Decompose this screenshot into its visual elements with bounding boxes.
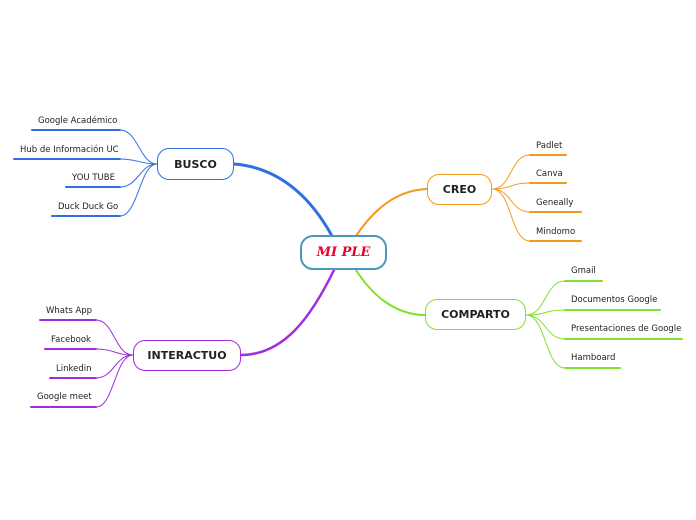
central-node-mi-ple[interactable]: MI PLE [300,235,387,270]
branch-node-comparto[interactable]: COMPARTO [425,299,526,330]
leaf-canva[interactable]: Canva [536,169,563,179]
leaf-facebook[interactable]: Facebook [51,335,91,345]
leaf-you-tube[interactable]: YOU TUBE [72,173,115,183]
connector-busco [232,162,334,238]
connector-creo-leaf [491,182,531,190]
connector-creo-leaf [491,154,531,190]
connector-creo-leaf [491,188,531,242]
leaf-google-academico[interactable]: Google Académico [38,116,118,126]
leaf-presentaciones-de-google[interactable]: Presentaciones de Google [571,324,682,334]
leaf-duck-duck-go[interactable]: Duck Duck Go [58,202,119,212]
connector-comparto-leaf [525,280,566,316]
connector-creo-leaf [491,188,531,213]
connector-interactuo-leaf [95,354,134,379]
connector-busco-leaf [119,129,158,165]
connector-comparto-leaf [525,314,566,340]
branch-node-creo[interactable]: CREO [427,174,492,205]
leaf-padlet[interactable]: Padlet [536,141,563,151]
leaf-gmail[interactable]: Gmail [571,266,596,276]
branch-node-interactuo[interactable]: INTERACTUO [133,340,241,371]
leaf-mindomo[interactable]: Mindomo [536,227,576,237]
connector-comparto-leaf [525,314,566,369]
connector-comparto-leaf [525,309,566,316]
connector-interactuo [239,268,336,357]
leaf-geneally[interactable]: Geneally [536,198,574,208]
leaf-linkedin[interactable]: Linkedin [56,364,92,374]
connector-interactuo-leaf [95,348,134,356]
leaf-hamboard[interactable]: Hamboard [571,353,616,363]
leaf-google-meet[interactable]: Google meet [37,392,92,402]
connector-busco-leaf [119,163,158,217]
connector-interactuo-leaf [95,319,134,356]
connector-busco-leaf [119,158,158,165]
connector-busco-leaf [119,163,158,188]
leaf-whats-app[interactable]: Whats App [46,306,93,316]
branch-node-busco[interactable]: BUSCO [157,148,234,180]
leaf-documentos-google[interactable]: Documentos Google [571,295,658,305]
connector-comparto [355,269,426,316]
connector-interactuo-leaf [95,354,134,408]
leaf-hub-de-informacion-uc[interactable]: Hub de Información UC [20,145,119,155]
connector-creo [355,188,428,237]
